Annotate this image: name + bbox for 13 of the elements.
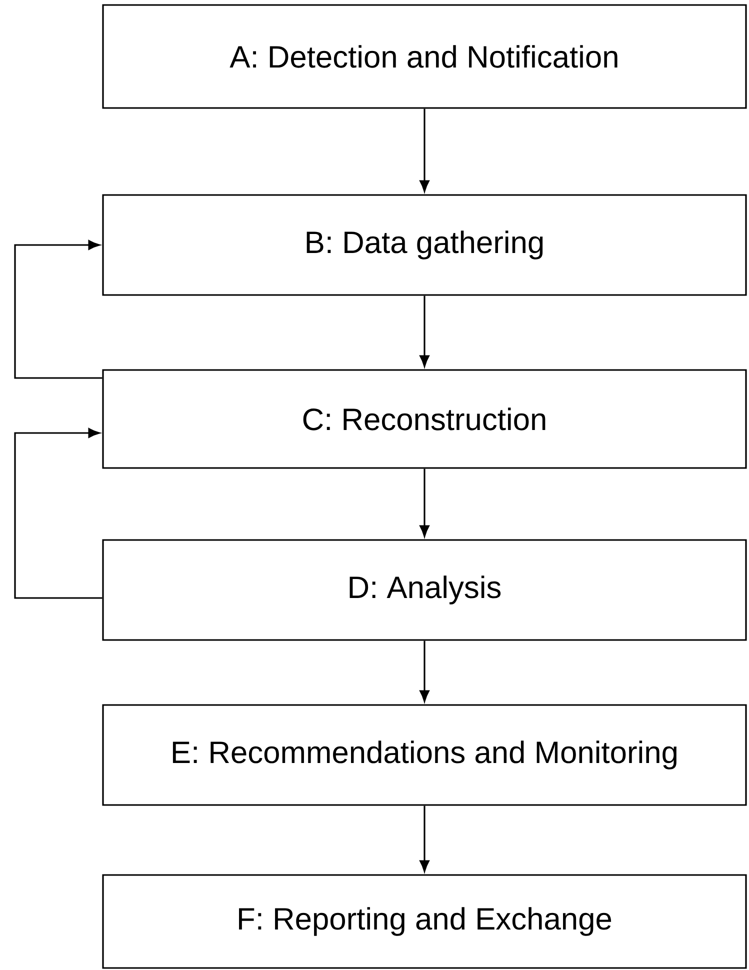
- arrow: [420, 108, 430, 192]
- feedback-arrow: [14, 240, 102, 379]
- process-box: F: Reporting and Exchange: [102, 874, 747, 969]
- process-box: B: Data gathering: [102, 194, 747, 296]
- arrow: [420, 296, 430, 367]
- feedback-arrow: [14, 428, 102, 599]
- arrow: [420, 640, 430, 702]
- process-box: A: Detection and Notification: [102, 4, 747, 109]
- arrow: [420, 468, 430, 537]
- process-box: C: Reconstruction: [102, 369, 747, 469]
- process-box: E: Recommendations and Monitoring: [102, 704, 747, 806]
- process-box: D: Analysis: [102, 539, 747, 641]
- arrow: [420, 806, 430, 872]
